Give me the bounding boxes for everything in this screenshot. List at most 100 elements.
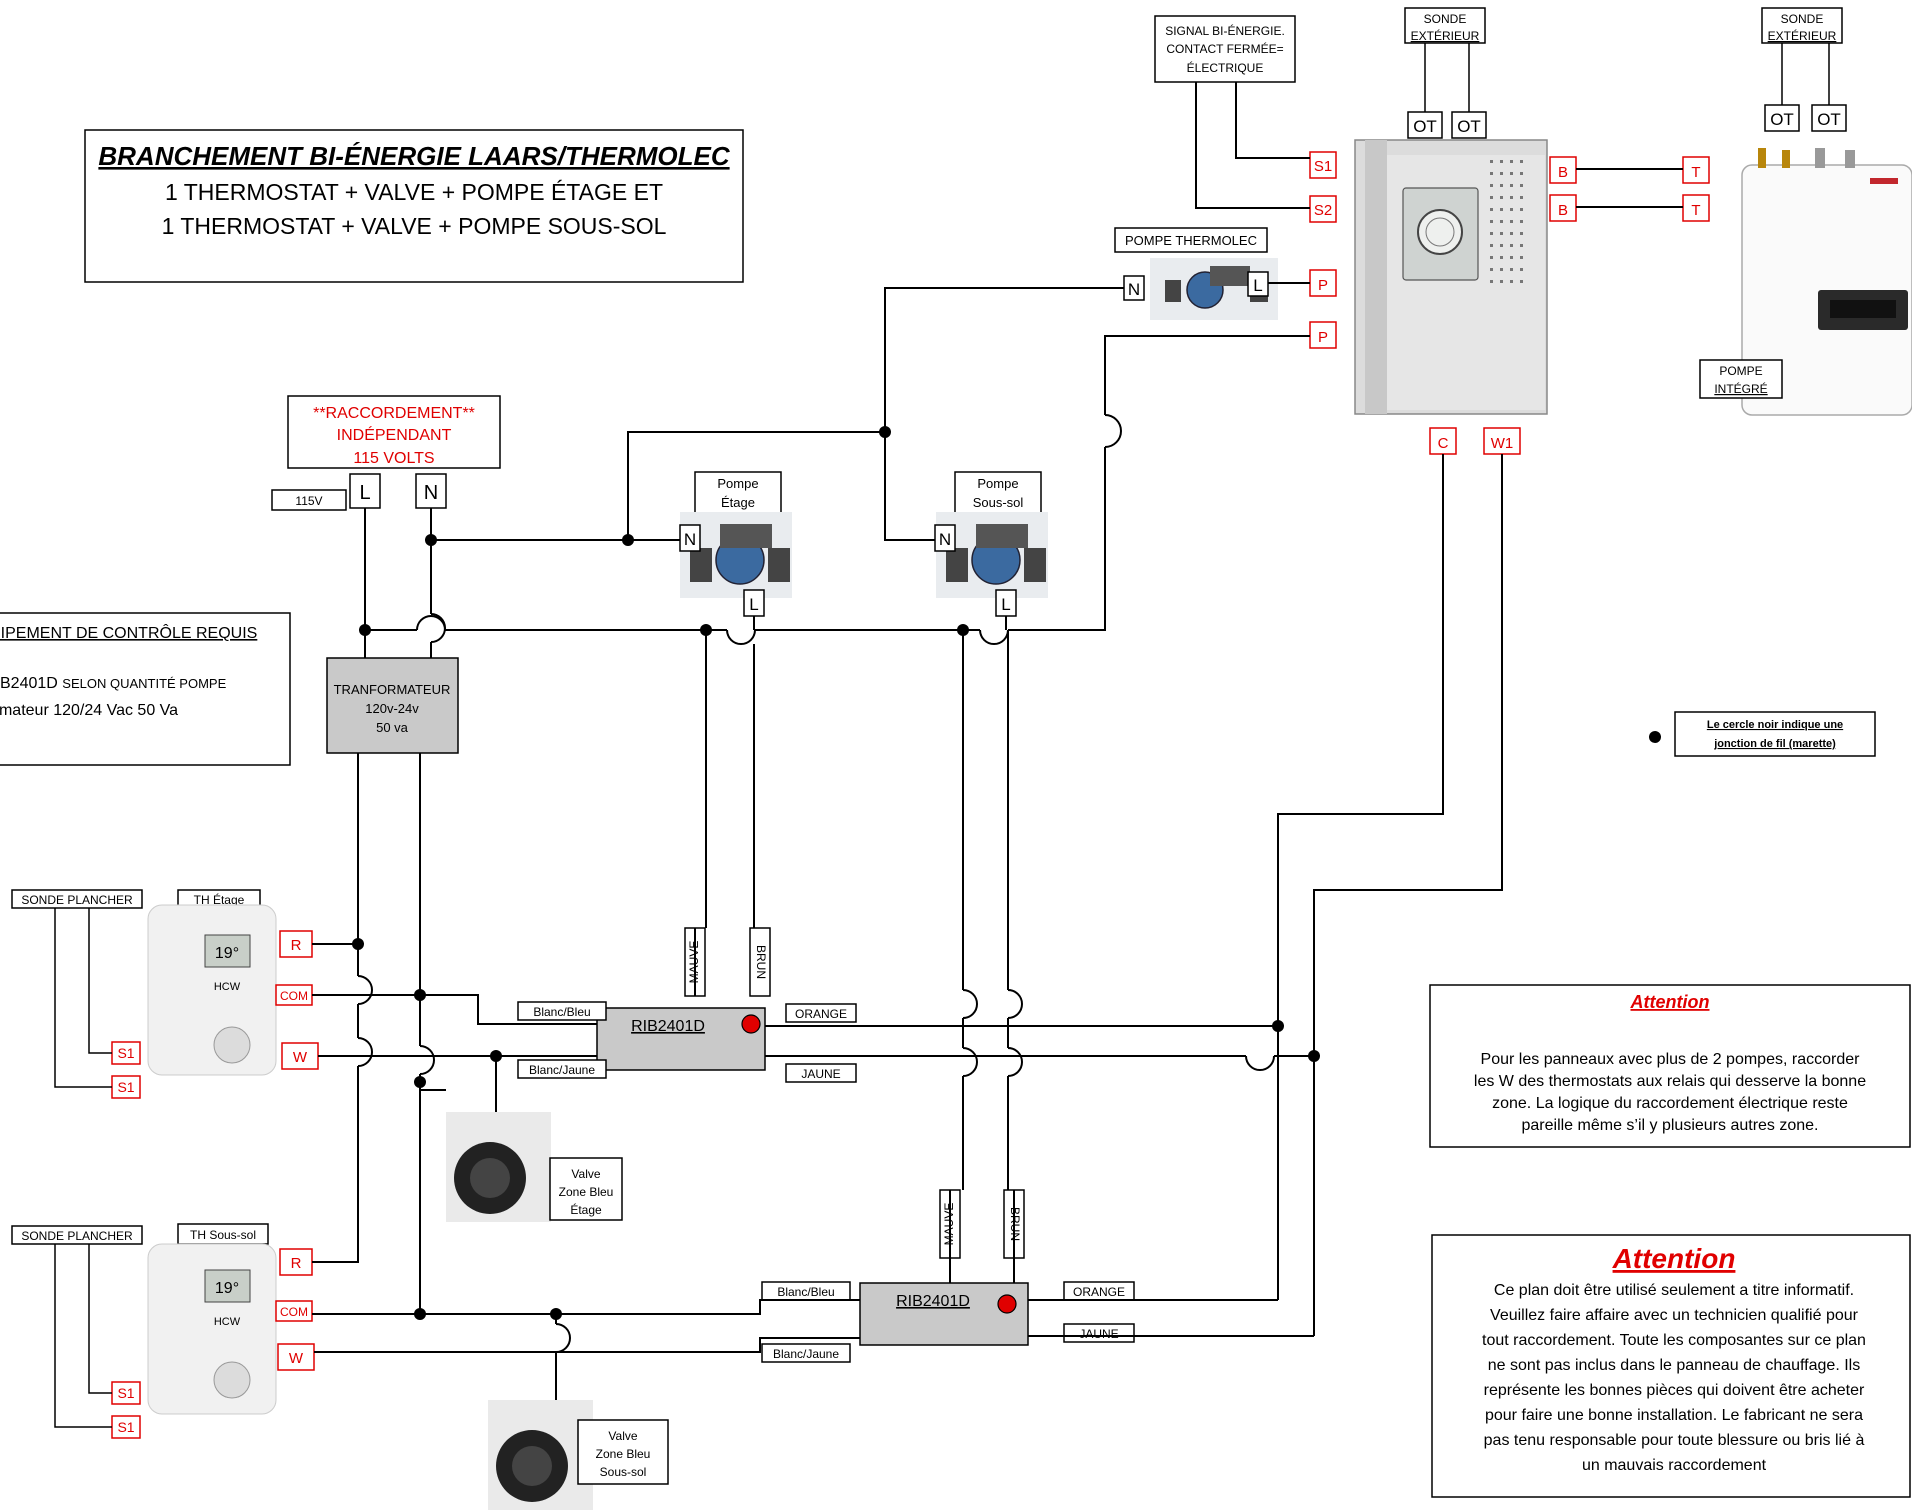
- relay-etage-blanc-jaune: Blanc/Jaune: [529, 1063, 595, 1077]
- attention-1-line-1: Pour les panneaux avec plus de 2 pompes,…: [1481, 1051, 1861, 1068]
- sonde-ext-laars-line-1: SONDE: [1781, 12, 1824, 26]
- equipment-line-1: RIB2401D SELON QUANTITÉ POMPE: [0, 675, 227, 692]
- signal-line-2: CONTACT FERMÉE=: [1166, 41, 1283, 56]
- terminal-b2: B: [1558, 202, 1568, 219]
- valve-etage: Valve Zone Bleu Étage: [446, 1112, 623, 1222]
- attention-2-line-2: Veuillez faire affaire avec un technicie…: [1490, 1307, 1859, 1324]
- relay-sous-sol: RIB2401D Blanc/Bleu Blanc/Jaune ORANGE J…: [761, 1189, 1135, 1363]
- relay-etage-brun: BRUN: [754, 945, 768, 979]
- ot-2: OT: [1457, 117, 1481, 136]
- sonde-exterieur-thermolec: SONDE EXTÉRIEUR OT OT: [1404, 7, 1487, 139]
- title-line-3: 1 THERMOSTAT + VALVE + POMPE SOUS-SOL: [162, 213, 667, 239]
- relay-soussol-led: [997, 1294, 1017, 1314]
- pompe-sous-sol: Pompe Sous-sol N L: [934, 471, 1048, 617]
- th-soussol-w: W: [289, 1350, 304, 1367]
- pompe-soussol-line-1: Pompe: [977, 476, 1018, 491]
- attention-2-line-7: pas tenu responsable pour toute blessure…: [1484, 1432, 1865, 1449]
- thermostat-etage: SONDE PLANCHER TH Étage 19° HCW R COM W …: [11, 889, 319, 1099]
- pompe-thermolec-n: N: [1128, 280, 1140, 299]
- equipment-line-2: Transformateur 120/24 Vac 50 Va: [0, 702, 178, 719]
- terminal-p2: P: [1318, 329, 1328, 346]
- pompe-soussol-line-2: Sous-sol: [973, 495, 1024, 510]
- signal-line-1: SIGNAL BI-ÉNERGIE.: [1165, 23, 1285, 38]
- transformer-line-1: TRANFORMATEUR: [334, 682, 451, 697]
- th-etage-com: COM: [280, 989, 308, 1003]
- relay-etage-blanc-bleu: Blanc/Bleu: [533, 1005, 590, 1019]
- title-box: BRANCHEMENT BI-ÉNERGIE LAARS/THERMOLEC 1…: [84, 129, 744, 283]
- raccordement-line-3: 115 VOLTS: [353, 450, 434, 467]
- attention-box-1: Attention Pour les panneaux avec plus de…: [1429, 984, 1911, 1148]
- th-soussol-brand: HCW: [214, 1316, 241, 1328]
- th-etage-brand: HCW: [214, 981, 241, 993]
- ot-laars-1: OT: [1770, 110, 1794, 129]
- signal-box: SIGNAL BI-ÉNERGIE. CONTACT FERMÉE= ÉLECT…: [1154, 15, 1296, 83]
- attention-2-line-1: Ce plan doit être utilisé seulement a ti…: [1494, 1282, 1854, 1299]
- sonde-ext-line-1: SONDE: [1424, 12, 1467, 26]
- transformer-line-3: 50 va: [376, 720, 409, 735]
- terminal-t2: T: [1691, 202, 1700, 219]
- th-etage-label: TH Étage: [194, 892, 245, 907]
- raccordement-box: **RACCORDEMENT** INDÉPENDANT 115 VOLTS 1…: [271, 395, 501, 511]
- th-soussol-s1-a: S1: [117, 1385, 134, 1401]
- title-line-1: BRANCHEMENT BI-ÉNERGIE LAARS/THERMOLEC: [98, 141, 730, 171]
- boiler-vent-grille: [1490, 160, 1523, 283]
- attention-1-line-3: zone. La logique du raccordement électri…: [1492, 1095, 1848, 1112]
- valve-soussol-line-3: Sous-sol: [600, 1465, 647, 1479]
- attention-2-line-4: ne sont pas inclus dans le panneau de ch…: [1488, 1357, 1860, 1374]
- thermostat-sous-sol: SONDE PLANCHER TH Sous-sol 19° HCW R COM…: [11, 1223, 315, 1439]
- attention-1-line-2: les W des thermostats aux relais qui des…: [1474, 1073, 1866, 1090]
- terminal-p1: P: [1318, 277, 1328, 294]
- attention-2-line-6: pour faire une bonne installation. Le fa…: [1485, 1407, 1863, 1424]
- relay-soussol-jaune: JAUNE: [1079, 1327, 1118, 1341]
- pompe-thermolec: POMPE THERMOLEC N L: [1114, 227, 1278, 320]
- terminal-t1: T: [1691, 164, 1700, 181]
- valve-soussol-line-1: Valve: [608, 1429, 637, 1443]
- terminal-s1: S1: [1314, 158, 1332, 175]
- th-etage-s1-b: S1: [117, 1079, 134, 1095]
- ot-1: OT: [1413, 117, 1437, 136]
- attention-2-title: Attention: [1612, 1243, 1736, 1274]
- pompe-soussol-n: N: [939, 530, 951, 549]
- equipment-heading: ÉQUIPEMENT DE CONTRÔLE REQUIS: [0, 623, 257, 642]
- th-soussol-r: R: [291, 1255, 302, 1272]
- pompe-etage-line-1: Pompe: [717, 476, 758, 491]
- pompe-soussol-l: L: [1001, 595, 1010, 614]
- terminal-c: C: [1438, 435, 1449, 452]
- terminal-s2: S2: [1314, 202, 1332, 219]
- terminal-b1: B: [1558, 164, 1568, 181]
- valve-sous-sol: Valve Zone Bleu Sous-sol: [488, 1400, 669, 1510]
- sonde-plancher-etage: SONDE PLANCHER: [21, 893, 133, 907]
- legend-line-1: Le cercle noir indique une: [1707, 719, 1843, 731]
- th-soussol-s1-b: S1: [117, 1419, 134, 1435]
- legend: Le cercle noir indique une jonction de f…: [1649, 711, 1876, 757]
- junction-dots: [352, 426, 1320, 1320]
- th-soussol-label: TH Sous-sol: [190, 1228, 256, 1242]
- relay-etage-name: RIB2401D: [631, 1018, 705, 1035]
- valve-etage-line-2: Zone Bleu: [559, 1185, 614, 1199]
- pompe-thermolec-label: POMPE THERMOLEC: [1125, 233, 1257, 248]
- pompe-thermolec-l: L: [1253, 276, 1262, 295]
- transformer-line-2: 120v-24v: [365, 701, 419, 716]
- relay-soussol-orange: ORANGE: [1073, 1285, 1125, 1299]
- transformer: TRANFORMATEUR 120v-24v 50 va: [326, 657, 459, 754]
- attention-2-line-3: tout raccordement. Toute les composantes…: [1482, 1332, 1866, 1349]
- raccordement-line-1: **RACCORDEMENT**: [313, 405, 475, 422]
- relay-etage-jaune: JAUNE: [801, 1067, 840, 1081]
- th-soussol-display: 19°: [215, 1280, 239, 1297]
- raccordement-line-2: INDÉPENDANT: [337, 425, 452, 444]
- thermolec-boiler: [1354, 139, 1548, 415]
- th-etage-r: R: [291, 937, 302, 954]
- relay-etage-led: [741, 1014, 761, 1034]
- pompe-etage-n: N: [684, 530, 696, 549]
- ot-laars-2: OT: [1817, 110, 1841, 129]
- title-line-2: 1 THERMOSTAT + VALVE + POMPE ÉTAGE ET: [165, 179, 663, 205]
- attention-2-line-8: un mauvais raccordement: [1582, 1457, 1767, 1474]
- pompe-etage: Pompe Étage N L: [679, 471, 792, 617]
- sonde-ext-line-2: EXTÉRIEUR: [1411, 28, 1480, 43]
- relay-soussol-name: RIB2401D: [896, 1293, 970, 1310]
- pompe-etage-line-2: Étage: [721, 495, 755, 510]
- laars-boiler: [1741, 148, 1912, 416]
- legend-line-2: jonction de fil (marette): [1713, 738, 1836, 750]
- th-soussol-com: COM: [280, 1305, 308, 1319]
